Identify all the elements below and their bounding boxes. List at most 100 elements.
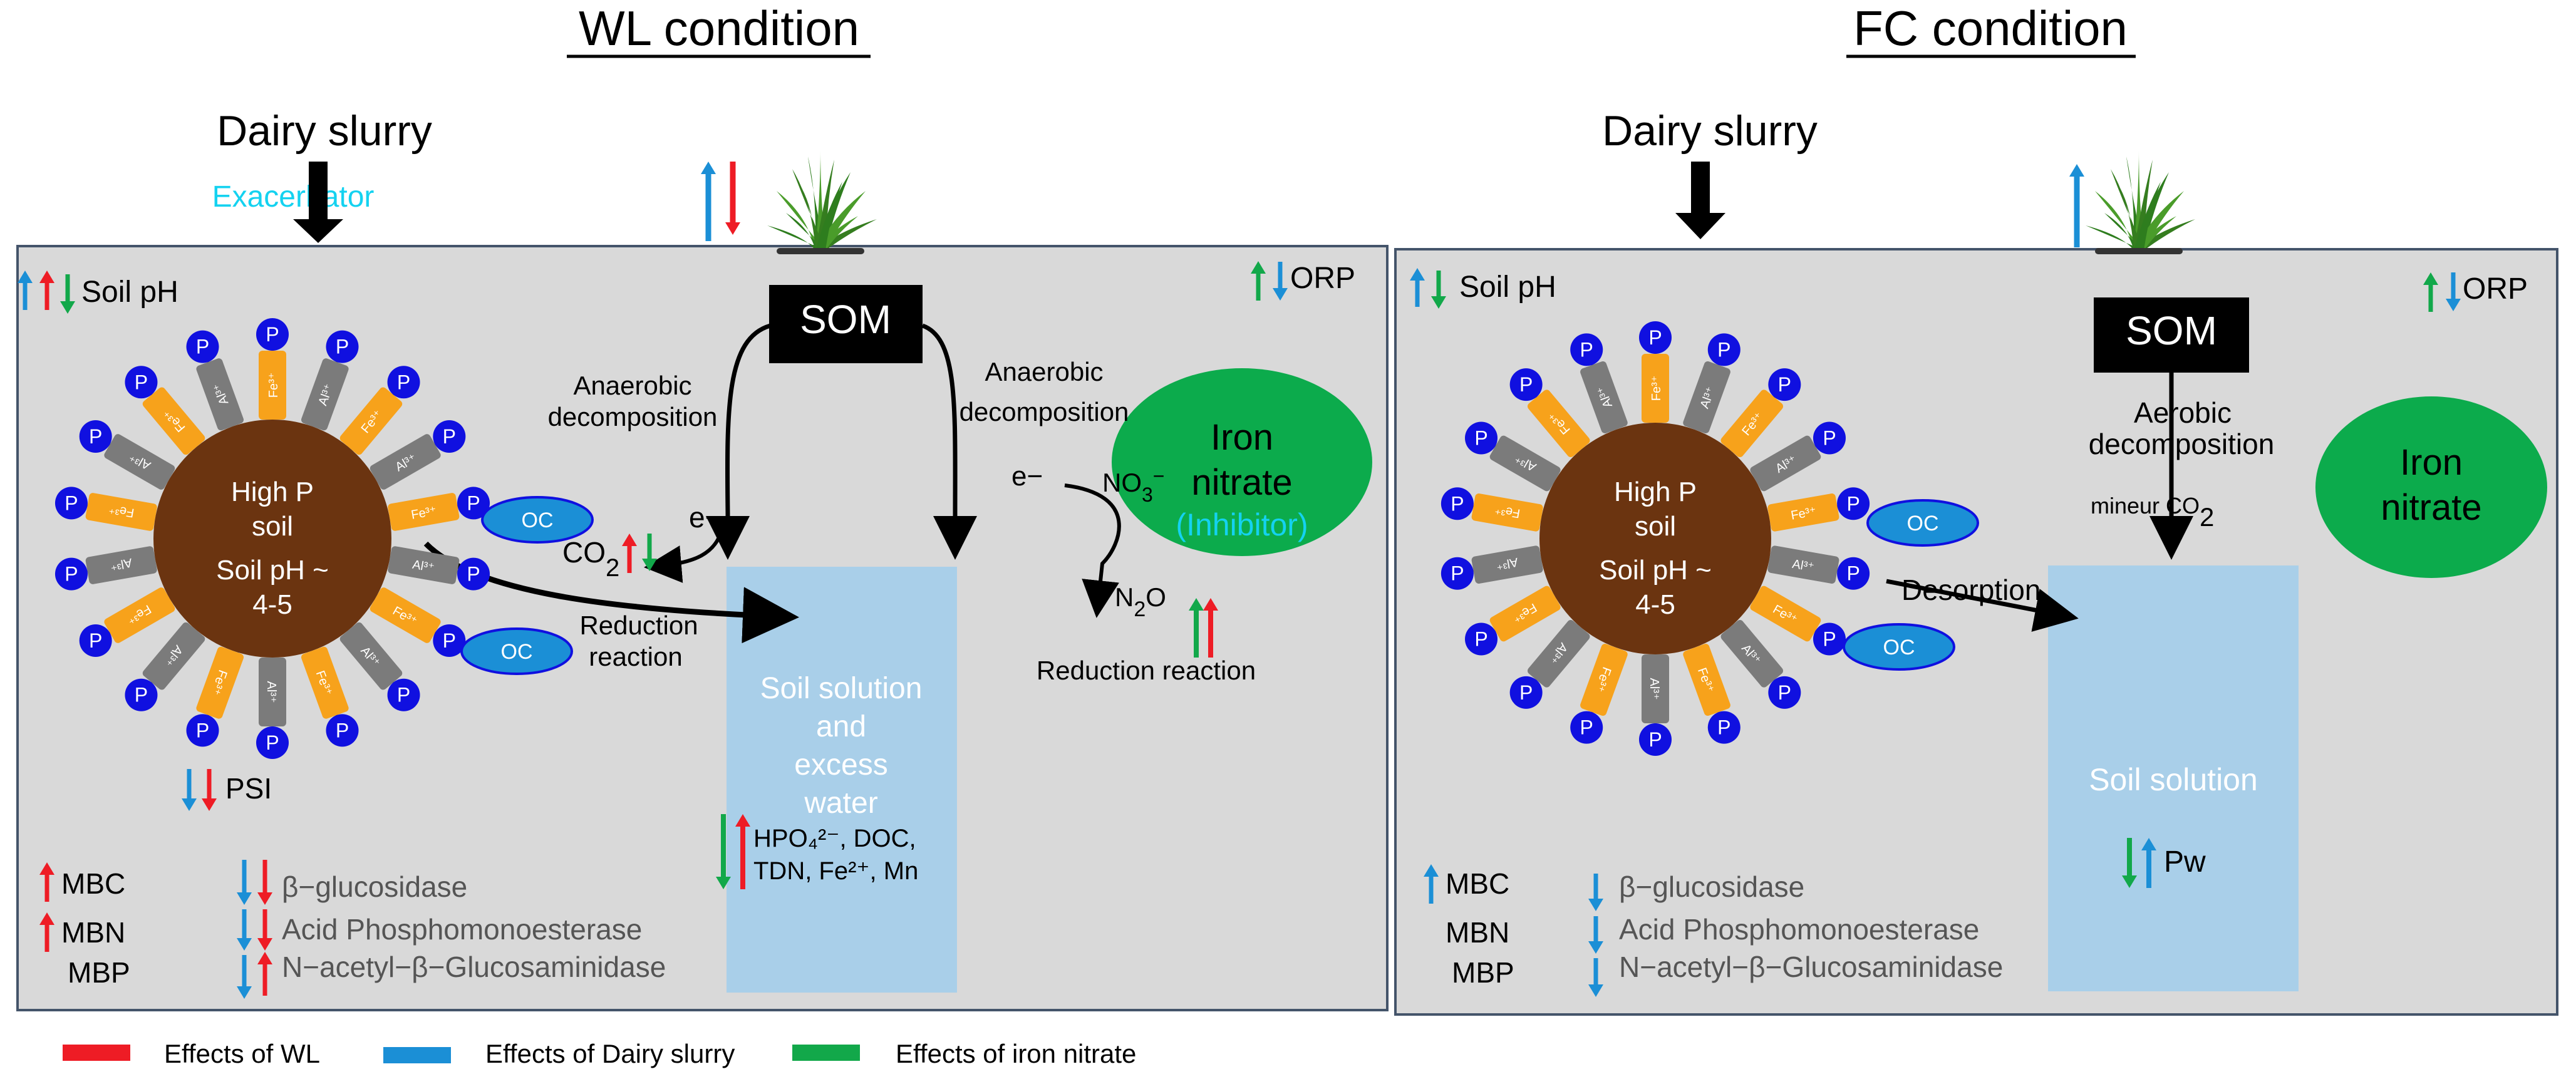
svg-text:P: P <box>1519 681 1533 704</box>
fc-nitrate-label: nitrate <box>2381 487 2481 528</box>
wl-solution-items-2: TDN, Fe²⁺, Mn <box>753 857 918 885</box>
fc-p-ball: P <box>1768 368 1801 401</box>
fc-fe-tab: Fe³⁺ <box>1642 354 1669 423</box>
wl-orp: ORP <box>1251 261 1355 301</box>
svg-text:P: P <box>1846 492 1860 515</box>
wl-p-ball: P <box>125 678 158 711</box>
wl-inhibitor-label: (Inhibitor) <box>1176 507 1308 542</box>
legend-label-wl: Effects of WL <box>164 1039 320 1068</box>
wl-enz3-red-up <box>257 952 272 996</box>
svg-text:P: P <box>1451 562 1464 585</box>
svg-text:P: P <box>89 425 102 448</box>
legend-swatch-iron <box>792 1045 860 1061</box>
svg-text:P: P <box>467 492 480 514</box>
svg-text:P: P <box>1474 427 1487 450</box>
wl-mbp: MBP <box>68 956 130 989</box>
fc-fe-tab: Fe³⁺ <box>1683 644 1730 716</box>
fc-core-text-3: Soil pH ~ <box>1599 555 1712 586</box>
fc-mbn: MBN <box>1446 916 1509 949</box>
fc-core-text-4: 4-5 <box>1635 589 1675 620</box>
wl-ph-green-down <box>60 274 75 314</box>
fc-p-ball: P <box>1707 711 1741 744</box>
fc-enzyme-1: β−glucosidase <box>1619 870 1804 903</box>
legend: Effects of WL Effects of Dairy slurry Ef… <box>63 1039 1136 1068</box>
wl-title: WL condition <box>579 1 859 56</box>
svg-text:P: P <box>1451 492 1464 515</box>
fc-mbc: MBC <box>1446 867 1509 900</box>
wl-iron-nitrate-ellipse <box>1112 368 1372 556</box>
wl-fe-tab: Fe³⁺ <box>388 493 460 531</box>
wl-p-ball: P <box>433 420 466 453</box>
wl-solution-line-1: Soil solution <box>760 672 923 705</box>
fc-soil-particle: Fe³⁺Al³⁺Fe³⁺Al³⁺Fe³⁺Al³⁺Fe³⁺Al³⁺Fe³⁺Al³⁺… <box>1441 321 1979 756</box>
svg-text:P: P <box>443 425 456 448</box>
fc-orp-green-up <box>2423 272 2438 312</box>
fc-plant-effect-arrows <box>2069 164 2084 247</box>
wl-p-ball: P <box>79 624 112 657</box>
fc-al-tab: Al³⁺ <box>1750 435 1821 492</box>
fc-p-ball: P <box>1509 368 1543 401</box>
wl-core-text-2: soil <box>252 511 293 542</box>
svg-text:P: P <box>1778 681 1791 704</box>
fc-orp-label: ORP <box>2463 272 2528 306</box>
fc-fe-tab: Fe³⁺ <box>1580 644 1628 716</box>
fc-fe-tab: Fe³⁺ <box>1767 493 1839 532</box>
fc-p-ball: P <box>1465 421 1498 455</box>
wl-p-ball: P <box>326 330 359 363</box>
fc-al-tab: Al³⁺ <box>1642 654 1669 723</box>
fc-microbial-biomass: MBC MBN MBP <box>1424 864 1514 989</box>
fc-oc-1: OC <box>1866 499 1979 547</box>
svg-text:Al³⁺: Al³⁺ <box>264 681 278 703</box>
svg-text:P: P <box>467 563 480 586</box>
wl-p-ball: P <box>256 726 289 759</box>
fc-title: FC condition <box>1853 1 2128 56</box>
wl-al-tab: Al³⁺ <box>142 622 205 690</box>
fc-enzyme-3: N−acetyl−β−Glucosaminidase <box>1619 951 2003 983</box>
fc-soil-core <box>1539 423 1771 654</box>
wl-al-tab: Al³⁺ <box>339 622 403 690</box>
svg-text:P: P <box>65 492 78 514</box>
svg-text:P: P <box>135 684 148 706</box>
wl-solution-line-2: and <box>816 710 866 743</box>
fc-enz3-blue-down <box>1588 958 1603 997</box>
fc-p-ball: P <box>1465 622 1498 656</box>
wl-reduction-right: Reduction reaction <box>1037 656 1256 685</box>
fc-ph-green-down <box>1431 271 1446 309</box>
fc-al-tab: Al³⁺ <box>1720 620 1784 688</box>
fc-al-tab: Al³⁺ <box>1767 545 1839 584</box>
fc-mbc-blue-up <box>1424 864 1439 904</box>
svg-text:P: P <box>397 371 410 393</box>
fc-soil-solution-label: Soil solution <box>2089 762 2258 797</box>
fc-p-ball: P <box>1509 676 1543 709</box>
wl-al-tab: Al³⁺ <box>301 358 349 431</box>
svg-text:P: P <box>1717 338 1730 361</box>
fc-orp: ORP <box>2423 272 2528 312</box>
svg-text:P: P <box>196 336 209 358</box>
fc-p-ball: P <box>1813 421 1846 455</box>
wl-soil-core <box>153 420 391 658</box>
wl-oc-1: OC <box>481 496 594 544</box>
fc-p-ball: P <box>1570 711 1603 744</box>
wl-n2o-red-up <box>1203 598 1218 658</box>
wl-p-ball: P <box>326 714 359 747</box>
fc-p-ball: P <box>1837 487 1870 520</box>
legend-swatch-slurry <box>383 1047 451 1063</box>
wl-enz1-red-down <box>257 860 272 905</box>
wl-reduction-left-1: Reduction <box>579 611 698 640</box>
wl-iron-label: Iron <box>1211 417 1273 458</box>
fc-fe-tab: Fe³⁺ <box>1471 493 1543 532</box>
wl-p-ball: P <box>387 678 420 711</box>
wl-dairy-slurry-label: Dairy slurry <box>217 107 432 155</box>
fc-aerobic-2: decomposition <box>2089 428 2275 460</box>
wl-mbn-red-up <box>39 912 54 952</box>
fc-p-ball: P <box>1441 487 1474 520</box>
fc-fe-tab: Fe³⁺ <box>1489 586 1561 642</box>
wl-mbc-red-up <box>39 862 54 902</box>
wl-fe-tab: Fe³⁺ <box>259 351 286 420</box>
wl-enz2-red-down <box>257 909 272 951</box>
svg-text:P: P <box>1474 628 1487 651</box>
fc-p-ball: P <box>1768 676 1801 709</box>
svg-text:P: P <box>397 684 410 706</box>
fc-al-tab: Al³⁺ <box>1489 435 1561 492</box>
fc-al-tab: Al³⁺ <box>1683 361 1730 433</box>
